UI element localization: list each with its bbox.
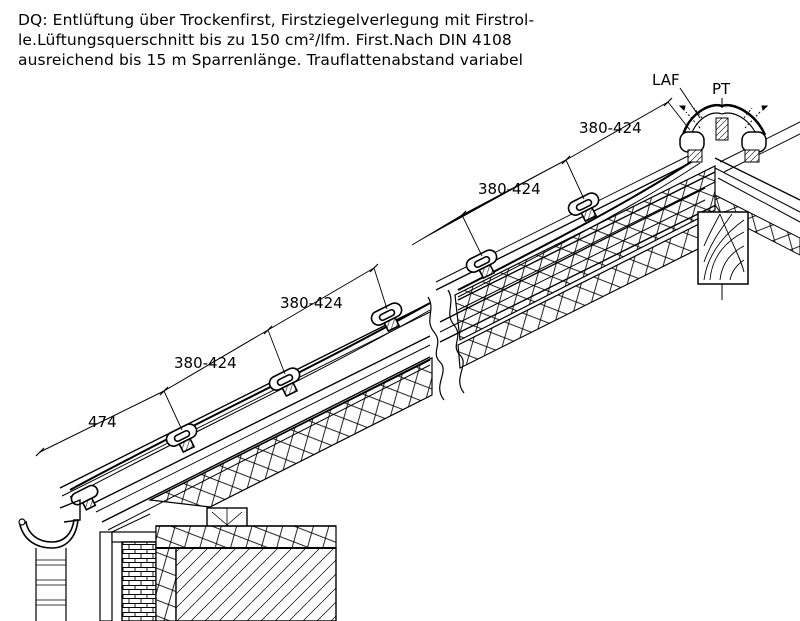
dimension-line-batten-3: 380-424: [411, 155, 571, 246]
break-marks: [425, 289, 465, 401]
label-pt: PT: [712, 80, 731, 98]
gutter: [18, 498, 81, 621]
dimension-label-batten-4: 380-424: [579, 119, 642, 137]
dimension-line-batten-2: 380-424: [267, 263, 379, 331]
batten-clip: [70, 484, 99, 511]
dimension-label-eaves: 474: [88, 413, 117, 431]
dimension-line-batten-4: 380-424: [565, 97, 673, 161]
caption-line-1: DQ: Entlüftung über Trockenfirst, Firstz…: [18, 11, 535, 29]
wall-and-slab: [121, 525, 337, 621]
dimension-label-batten-3: 380-424: [478, 180, 541, 198]
dimension-line-batten-1: 380-424: [163, 325, 273, 392]
batten-clip: [370, 302, 403, 333]
caption: DQ: Entlüftung über Trockenfirst, Firstz…: [18, 10, 618, 70]
batten-clip: [165, 423, 198, 454]
dimension-label-batten-1: 380-424: [174, 354, 237, 372]
dimensions: 474 380-424 380-424 380-424 380-424: [35, 97, 691, 457]
roof-layers-left: [59, 302, 431, 533]
roof-tiles: [69, 155, 701, 498]
tile-battens: [70, 192, 600, 511]
caption-line-2: le.Lüftungsquerschnitt bis zu 150 cm²/lf…: [18, 31, 512, 49]
caption-line-3: ausreichend bis 15 m Sparrenlänge. Trauf…: [18, 51, 524, 69]
batten-clip: [465, 249, 498, 280]
label-laf: LAF: [652, 71, 680, 89]
dimension-label-batten-2: 380-424: [280, 294, 343, 312]
component-labels: LAF PT: [652, 71, 731, 119]
rafter-insulation: [147, 165, 721, 508]
dimension-line-eaves: 474: [35, 386, 169, 457]
ridge-beam: [697, 211, 749, 300]
ridge-detail: [678, 103, 769, 163]
batten-clip: [567, 192, 600, 223]
batten-clip: [268, 367, 301, 398]
